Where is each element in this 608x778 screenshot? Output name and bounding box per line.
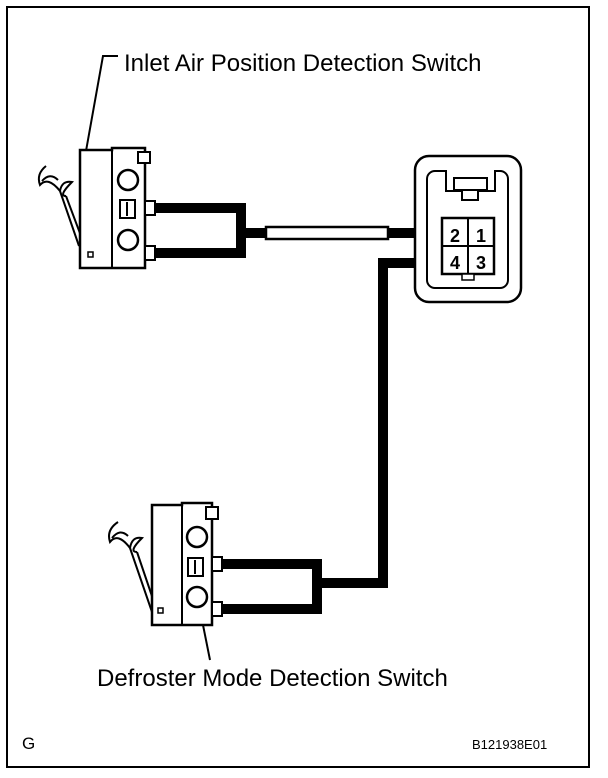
inlet-harness <box>155 203 418 258</box>
defroster-switch-leader <box>202 624 211 661</box>
defroster-harness <box>222 559 322 614</box>
corner-mark: G <box>22 734 35 753</box>
inlet-switch-label: Inlet Air Position Detection Switch <box>124 50 482 77</box>
inlet-switch-leader <box>85 55 118 152</box>
defroster-switch-label: Defroster Mode Detection Switch <box>97 665 448 692</box>
pin-3-label: 3 <box>476 253 486 273</box>
defroster-wire <box>318 258 418 588</box>
pin-4-label: 4 <box>450 253 460 273</box>
defroster-switch <box>108 501 223 627</box>
diagram-frame <box>6 6 590 768</box>
pin-2-label: 2 <box>450 226 460 246</box>
pin-1-label: 1 <box>476 226 486 246</box>
defroster-switch-lever <box>108 521 157 613</box>
connector: 2 1 4 3 <box>413 154 523 304</box>
figure-code: B121938E01 <box>472 737 547 752</box>
inlet-switch <box>37 146 156 270</box>
inlet-switch-lever <box>37 165 85 247</box>
